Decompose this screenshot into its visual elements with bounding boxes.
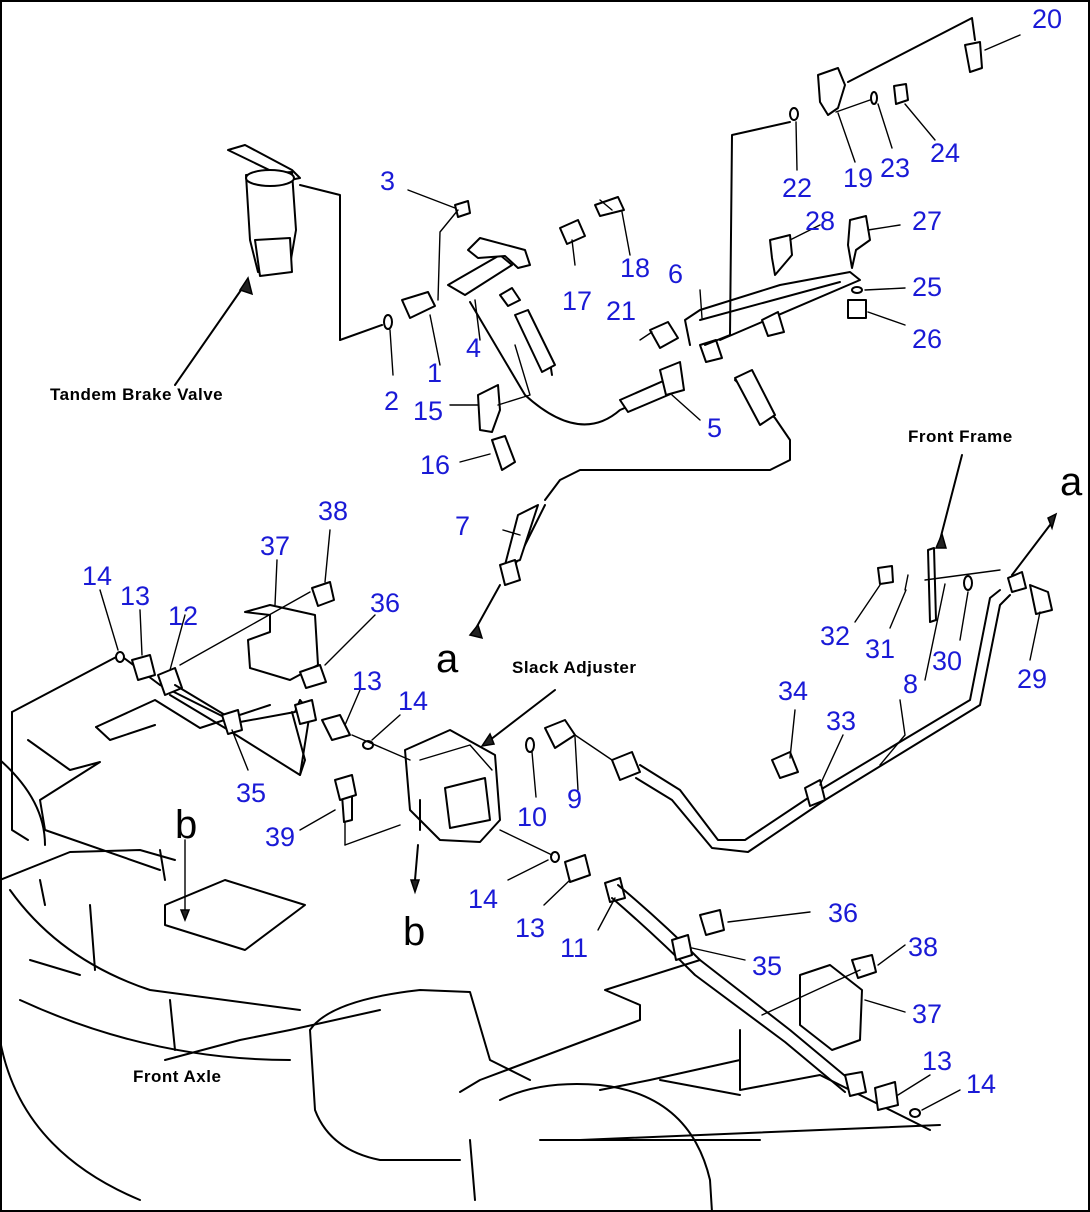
callout-38-right: 38: [908, 932, 938, 962]
ref-b-center: b: [403, 910, 425, 954]
label-front-frame: Front Frame: [908, 427, 1013, 446]
callout-31: 31: [865, 634, 895, 664]
callout-7: 7: [455, 511, 470, 541]
callout-12: 12: [168, 601, 198, 631]
callout-13-lower: 13: [515, 913, 545, 943]
callout-25: 25: [912, 272, 942, 302]
callout-10: 10: [517, 802, 547, 832]
right-tube-group: [604, 877, 921, 1118]
callout-15: 15: [413, 396, 443, 426]
callout-9: 9: [567, 784, 582, 814]
callout-20: 20: [1032, 4, 1062, 34]
callout-11: 11: [560, 933, 588, 963]
callout-27: 27: [912, 206, 942, 236]
label-tandem-brake-valve: Tandem Brake Valve: [50, 385, 223, 404]
callout-24: 24: [930, 138, 960, 168]
bracket-group-top: [789, 17, 983, 121]
callout-13-right: 13: [922, 1046, 952, 1076]
valve-fitting-group: [383, 196, 656, 471]
callout-3: 3: [380, 166, 395, 196]
callout-32: 32: [820, 621, 850, 651]
callout-30: 30: [932, 646, 962, 676]
callout-37-right: 37: [912, 999, 942, 1029]
callout-21: 21: [606, 296, 636, 326]
callout-39: 39: [265, 822, 295, 852]
callout-37-left: 37: [260, 531, 290, 561]
callout-17: 17: [562, 286, 592, 316]
callout-8: 8: [903, 669, 918, 699]
callout-26: 26: [912, 324, 942, 354]
callout-13-left: 13: [120, 581, 150, 611]
callout-35-left: 35: [236, 778, 266, 808]
callout-16: 16: [420, 450, 450, 480]
callout-6: 6: [668, 259, 683, 289]
callout-23: 23: [880, 153, 910, 183]
tube-junction-group: [544, 121, 871, 501]
callout-33: 33: [826, 706, 856, 736]
slack-adjuster: [321, 689, 613, 895]
front-axle-outline: [0, 654, 941, 1212]
callout-29: 29: [1017, 664, 1047, 694]
callout-14-center: 14: [398, 686, 428, 716]
callout-4: 4: [466, 333, 481, 363]
tube-7: [468, 504, 546, 640]
label-front-axle: Front Axle: [133, 1067, 221, 1086]
leader-lines: [99, 34, 1041, 1111]
front-frame-group: [611, 454, 1058, 853]
callout-22: 22: [782, 173, 812, 203]
left-tube-group: [115, 581, 335, 776]
callout-18: 18: [620, 253, 650, 283]
callout-19: 19: [843, 163, 873, 193]
callout-2: 2: [384, 386, 399, 416]
callout-36-right: 36: [828, 898, 858, 928]
callout-28: 28: [805, 206, 835, 236]
callout-1: 1: [427, 358, 442, 388]
callout-36-left: 36: [370, 588, 400, 618]
callout-34: 34: [778, 676, 808, 706]
tandem-brake-valve: [174, 144, 383, 386]
callout-14-right: 14: [966, 1069, 996, 1099]
ref-a-lower: a: [436, 637, 459, 681]
callout-5: 5: [707, 413, 722, 443]
ref-a-upper: a: [1060, 460, 1083, 504]
callout-14-left: 14: [82, 561, 112, 591]
callout-35-right: 35: [752, 951, 782, 981]
label-slack-adjuster: Slack Adjuster: [512, 658, 636, 677]
callout-14-lower: 14: [468, 884, 498, 914]
callout-13-center: 13: [352, 666, 382, 696]
ref-b-left: b: [175, 803, 197, 847]
callout-38-left: 38: [318, 496, 348, 526]
